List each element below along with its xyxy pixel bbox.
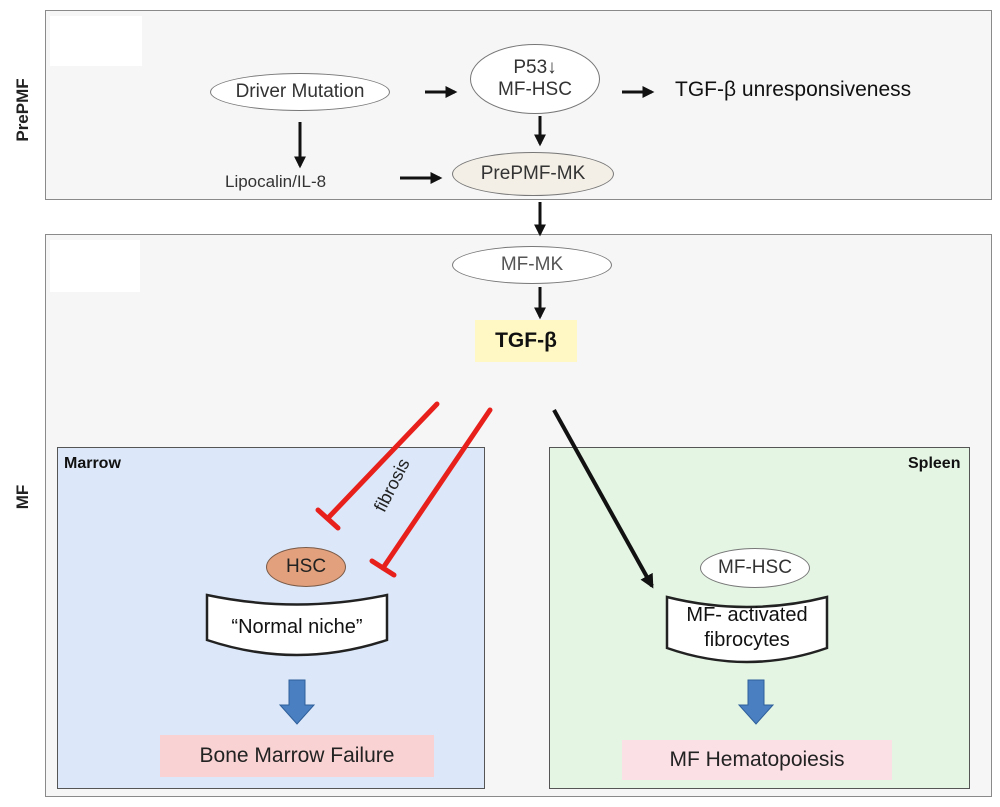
mf-hematopoiesis-box: MF Hematopoiesis	[622, 740, 892, 780]
fibrocyte-niche-shape	[665, 595, 829, 664]
normal-niche-label: “Normal niche”	[231, 616, 363, 638]
tgf-beta-label: TGF-β	[495, 329, 557, 352]
mf-mk-label: MF-MK	[500, 254, 564, 276]
driver-mutation-label: Driver Mutation	[235, 81, 365, 103]
mf-hsc-top-node: P53↓ MF-HSC	[470, 44, 600, 114]
inhibition-line-niche	[380, 407, 493, 571]
marrow-title: Marrow	[64, 455, 121, 472]
lipocalin-label: Lipocalin/IL-8	[225, 172, 327, 191]
inhibition-line-hsc	[325, 401, 440, 521]
down-arrow-spleen	[737, 679, 775, 725]
hsc-label: HSC	[285, 556, 327, 578]
down-arrow-marrow	[278, 679, 316, 725]
mf-hsc-top-label: MF-HSC	[498, 79, 572, 100]
prepmf-mk-node: PrePMF-MK	[452, 152, 614, 196]
driver-mutation-node: Driver Mutation	[210, 73, 390, 111]
fibrocyte-line1: MF- activated	[686, 604, 808, 626]
fibrocyte-line2: fibrocytes	[704, 629, 790, 651]
mf-mk-node: MF-MK	[452, 246, 612, 284]
white-patch	[50, 240, 140, 292]
white-patch	[50, 16, 142, 66]
spleen-title: Spleen	[908, 455, 961, 472]
bone-marrow-failure-label: Bone Marrow Failure	[199, 744, 395, 767]
mf-hsc-spleen-label: MF-HSC	[718, 557, 792, 579]
arrow-tgf-to-spleen	[552, 409, 654, 589]
fibrocyte-niche-label: MF- activated fibrocytes	[667, 603, 827, 653]
inhibition-bar-niche	[369, 558, 397, 578]
hsc-node: HSC	[266, 547, 346, 587]
mf-hematopoiesis-label: MF Hematopoiesis	[669, 748, 845, 771]
inhibition-bar-hsc	[315, 507, 341, 531]
tgf-unresponsiveness-label: TGF-β unresponsiveness	[675, 78, 912, 101]
p53-label: P53	[513, 57, 548, 79]
mf-hsc-spleen-node: MF-HSC	[700, 548, 810, 588]
p53-down-arrow: ↓	[547, 57, 557, 79]
normal-niche-shape	[205, 593, 389, 657]
bone-marrow-failure-box: Bone Marrow Failure	[160, 735, 434, 777]
prepmf-mk-label: PrePMF-MK	[480, 163, 586, 185]
tgf-beta-node: TGF-β	[475, 320, 577, 362]
